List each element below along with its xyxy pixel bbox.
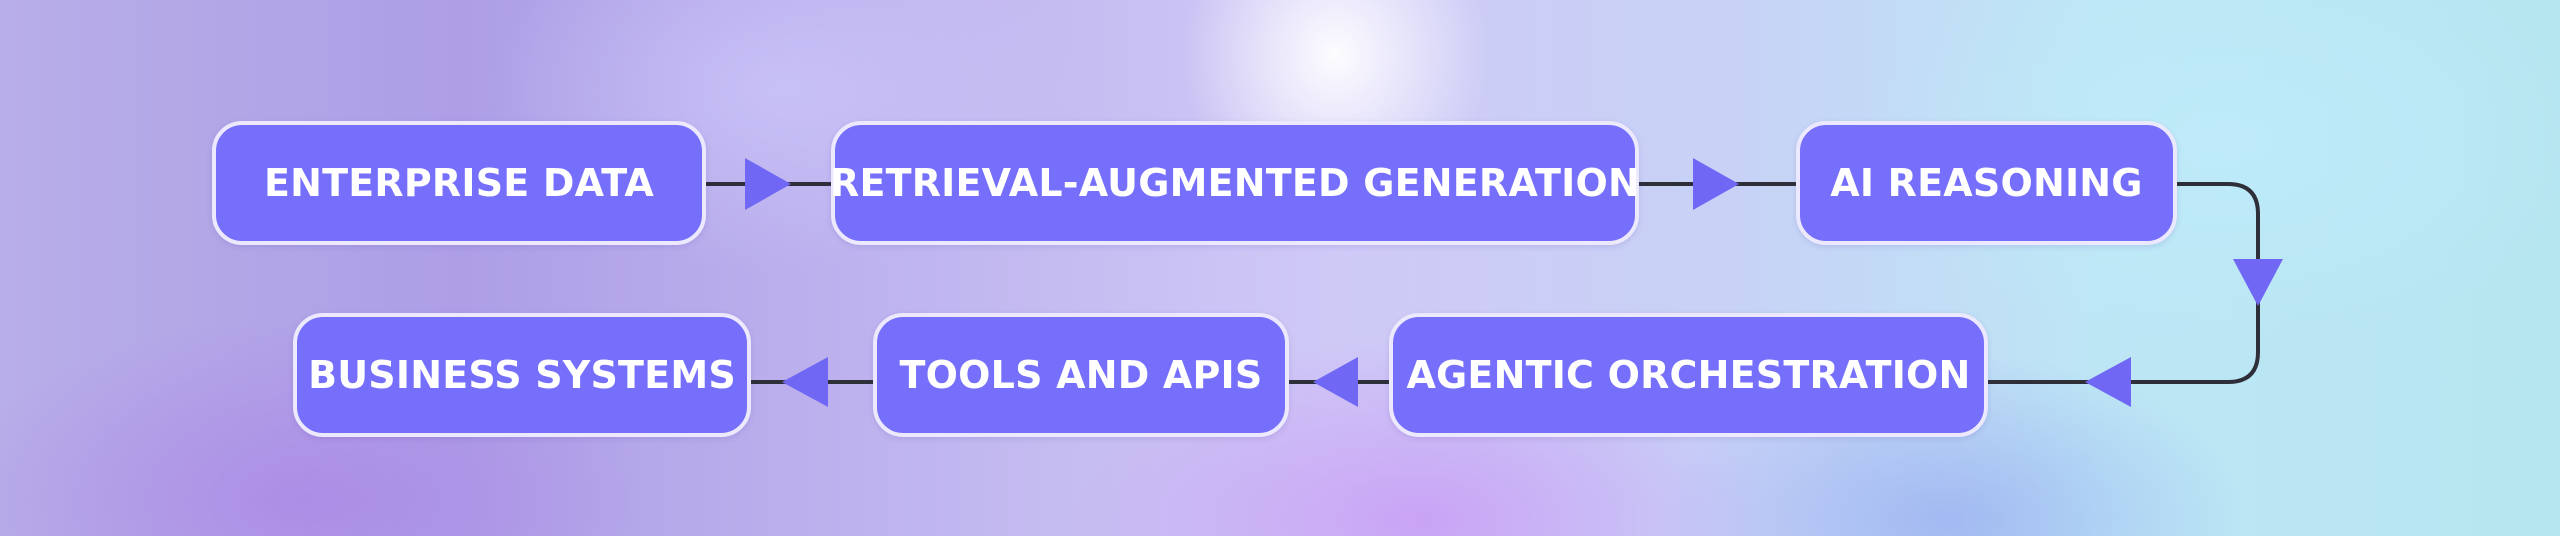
arrow-left-icon: [1313, 357, 1358, 407]
arrow-left-icon: [782, 357, 828, 407]
node-enterprise-data: ENTERPRISE DATA: [212, 121, 706, 245]
arrow-left-icon: [2085, 357, 2131, 407]
arrow-down-icon: [2233, 259, 2283, 306]
node-business-systems: BUSINESS SYSTEMS: [293, 313, 751, 437]
node-agentic-orchestration: AGENTIC ORCHESTRATION: [1389, 313, 1988, 437]
arrow-right-icon: [1693, 158, 1739, 210]
node-ai-reasoning: AI REASONING: [1796, 121, 2177, 245]
node-retrieval-augmented-generation: RETRIEVAL-AUGMENTED GENERATION: [830, 121, 1640, 245]
node-tools-and-apis: TOOLS AND APIS: [873, 313, 1289, 437]
arrow-right-icon: [745, 158, 791, 210]
